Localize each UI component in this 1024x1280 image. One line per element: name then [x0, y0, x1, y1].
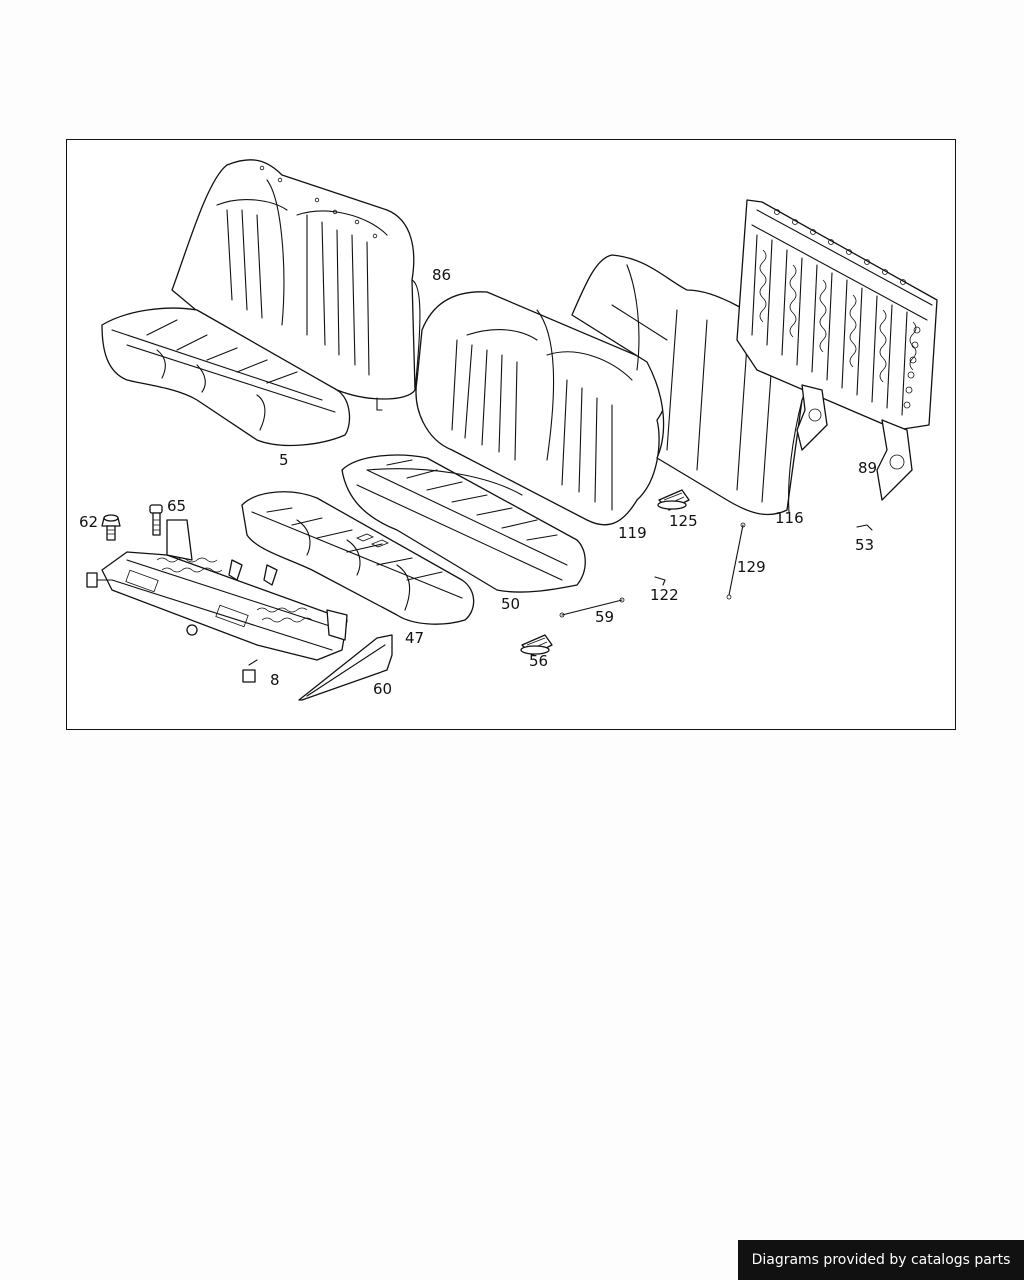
callout-53: 53: [855, 536, 875, 554]
seat-cushion-50: [341, 454, 586, 593]
credit-banner: Diagrams provided by catalogs parts: [738, 1240, 1024, 1280]
callout-89: 89: [858, 459, 878, 477]
backrest-cushion-119: [415, 291, 667, 526]
clip-56: [520, 634, 553, 656]
bolt-65: [149, 504, 163, 536]
seat-frame-8: [86, 519, 348, 683]
callout-129: 129: [737, 558, 766, 576]
rod-59: [559, 597, 625, 618]
callout-8: 8: [270, 671, 280, 689]
callout-86: 86: [432, 266, 452, 284]
nut-62: [101, 514, 121, 541]
seat-cushion-47: [241, 491, 475, 625]
parts-diagram-frame: 5 86 119 125 116 89 53 62 65 50 47 59 12…: [66, 139, 956, 730]
callout-59: 59: [595, 608, 615, 626]
callout-50: 50: [501, 595, 521, 613]
seat-cushion-5: [101, 307, 351, 447]
seat-exploded-diagram: [86, 159, 938, 701]
spring-frame-89: [736, 199, 938, 501]
callout-119: 119: [618, 524, 647, 542]
callout-65: 65: [167, 497, 187, 515]
clip-53: [856, 524, 873, 531]
callout-122: 122: [650, 586, 679, 604]
clip-122: [654, 576, 666, 586]
callout-5: 5: [279, 451, 289, 469]
callout-47: 47: [405, 629, 425, 647]
callout-116: 116: [775, 509, 804, 527]
wire-129: [726, 522, 746, 600]
callout-62: 62: [79, 513, 99, 531]
callout-125: 125: [669, 512, 698, 530]
callout-56: 56: [529, 652, 549, 670]
clip-125: [657, 489, 690, 511]
callout-60: 60: [373, 680, 393, 698]
trim-strip-60: [298, 634, 393, 701]
credit-text: Diagrams provided by catalogs parts: [751, 1252, 1011, 1268]
